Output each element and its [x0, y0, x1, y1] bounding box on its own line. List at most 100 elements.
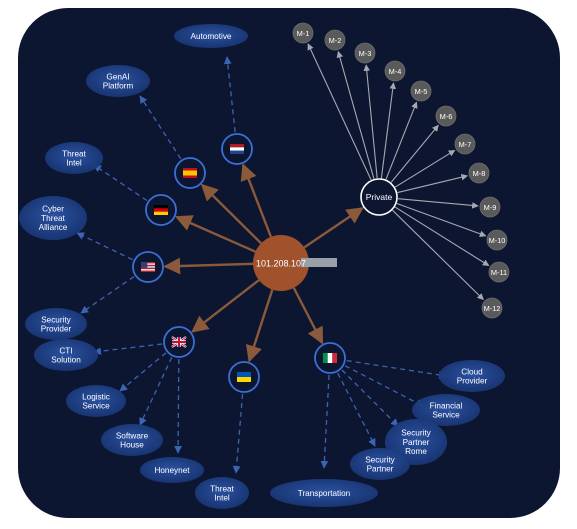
label-line: Cyber [42, 205, 64, 214]
m-edge [392, 209, 484, 301]
sector-node[interactable]: Honeynet [140, 457, 204, 483]
label-line: Alliance [39, 223, 68, 232]
hub-label-bar [301, 258, 337, 267]
sector-node-bubble [174, 24, 248, 48]
sector-edge-it [346, 359, 447, 379]
m-node[interactable]: M-3 [354, 42, 376, 64]
sector-node-bubble [140, 457, 204, 483]
sector-node-bubble [350, 448, 410, 480]
m-node-circle [292, 22, 314, 44]
sector-node[interactable]: Automotive [174, 24, 248, 48]
sector-edge-gb [139, 357, 173, 426]
country-node-gb[interactable] [163, 326, 195, 358]
sector-node-bubble [19, 196, 87, 240]
label-line: Partner [367, 465, 394, 474]
sector-edge-de [93, 164, 148, 202]
m-node[interactable]: M-7 [454, 133, 476, 155]
m-node[interactable]: M-10 [486, 229, 508, 251]
m-node[interactable]: M-4 [384, 60, 406, 82]
m-node-label: M-12 [484, 304, 501, 313]
sector-edge-nl [223, 56, 236, 133]
m-node[interactable]: M-5 [410, 80, 432, 102]
flag-icon [141, 262, 155, 272]
sector-edge-it [337, 372, 376, 447]
m-node-circle [324, 29, 346, 51]
label-line: Partner [403, 438, 430, 447]
m-node[interactable]: M-1 [292, 22, 314, 44]
m-node[interactable]: M-6 [435, 105, 457, 127]
m-edge [390, 124, 439, 183]
m-node[interactable]: M-2 [324, 29, 346, 51]
m-node-label: M-2 [329, 36, 342, 45]
country-node-ua[interactable] [228, 361, 260, 393]
m-node[interactable]: M-11 [488, 261, 510, 283]
country-node-it[interactable] [314, 342, 346, 374]
sector-edge-gb [174, 358, 182, 454]
country-node-us[interactable] [132, 251, 164, 283]
m-edge [336, 50, 375, 179]
m-node-circle [435, 105, 457, 127]
label-line: CTI [59, 346, 72, 355]
sector-node[interactable]: Transportation [270, 479, 378, 507]
m-node-label: M-6 [440, 112, 453, 121]
hub-node[interactable]: 101.208.107 [253, 235, 337, 291]
m-node-label: M-4 [389, 67, 402, 76]
label-line: GenAI [106, 72, 129, 81]
hub-edge-private [303, 207, 364, 249]
m-edge [394, 149, 456, 188]
label-line: Financial [430, 401, 463, 410]
m-node[interactable]: M-9 [479, 196, 501, 218]
m-node[interactable]: M-8 [468, 162, 490, 184]
label-line: Security [41, 315, 71, 324]
label-line: Provider [457, 377, 488, 386]
flag-icon [171, 336, 187, 348]
label-line: Honeynet [154, 466, 190, 475]
m-edge [397, 198, 479, 209]
country-node-de[interactable] [145, 194, 177, 226]
label-line: Provider [41, 325, 72, 334]
m-node-label: M-7 [459, 140, 472, 149]
sector-label: Honeynet [154, 466, 190, 475]
m-node-label: M-3 [359, 49, 372, 58]
label-line: Security [401, 429, 431, 438]
label-line: Logistic [82, 392, 110, 401]
country-node-nl[interactable] [221, 133, 253, 165]
m-node-circle [481, 297, 503, 319]
flag-icon [154, 205, 168, 215]
m-node-circle [454, 133, 476, 155]
m-edge [396, 202, 487, 237]
flag-icon [183, 168, 197, 178]
m-edge [363, 64, 378, 179]
sector-edge-it [344, 365, 424, 407]
sector-label: Automotive [191, 32, 232, 41]
sector-label: Transportation [298, 489, 351, 498]
label-line: House [120, 441, 144, 450]
m-edge [380, 82, 397, 179]
m-node-circle [468, 162, 490, 184]
sector-node-bubble [34, 339, 98, 371]
m-node[interactable]: M-12 [481, 297, 503, 319]
sector-edge-es [139, 95, 182, 160]
private-node[interactable]: Private [360, 178, 398, 216]
country-node-es[interactable] [174, 157, 206, 189]
m-node-circle [488, 261, 510, 283]
